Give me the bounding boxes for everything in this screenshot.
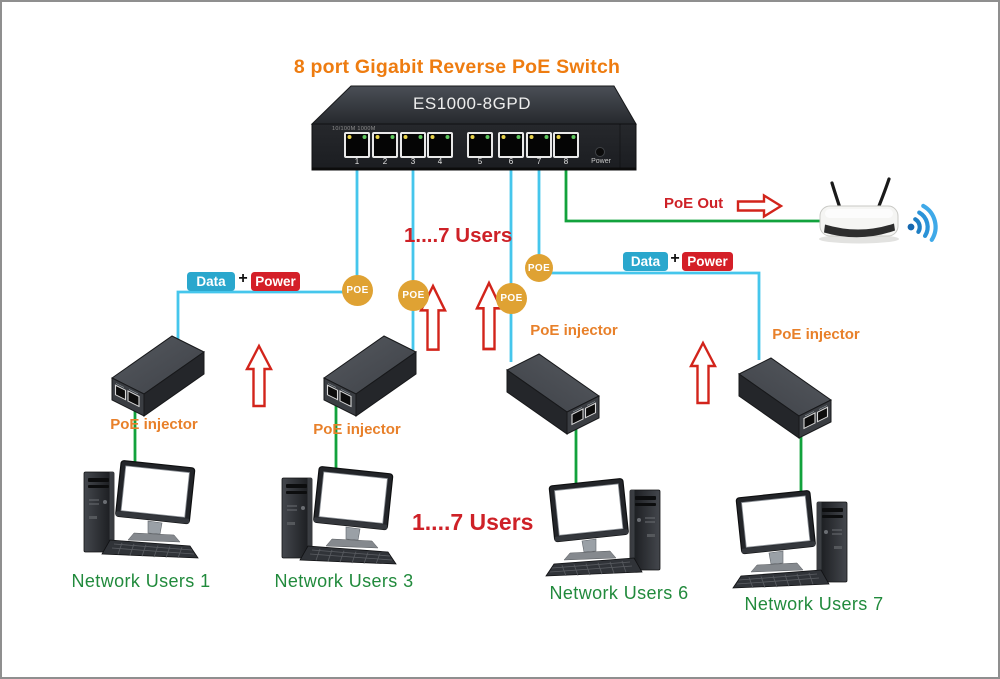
poe-out-label: PoE Out <box>664 195 724 212</box>
switch-model-label: ES1000-8GPD <box>413 94 531 113</box>
poe-out-arrow-icon <box>736 193 784 219</box>
users-count-label-bottom: 1....7 Users <box>412 509 534 535</box>
port-number-6: 6 <box>508 157 514 166</box>
data-chip: Data <box>187 272 235 291</box>
rj45-port <box>427 132 453 158</box>
computer-network-user-1 <box>83 459 199 559</box>
poe-switch-device <box>310 85 637 171</box>
rj45-port <box>498 132 524 158</box>
wifi-icon <box>907 203 938 242</box>
port-number-7: 7 <box>536 157 542 166</box>
network-user-label-3: Network Users 3 <box>274 571 414 591</box>
rj45-port <box>400 132 426 158</box>
port-number-8: 8 <box>563 157 569 166</box>
switch-panel-note: 10/100M 1000M <box>332 126 376 132</box>
wireless-router <box>819 177 938 244</box>
up-arrow-icon <box>689 341 717 405</box>
poe-badge: POE <box>342 275 373 306</box>
port-number-1: 1 <box>354 157 360 166</box>
switch-power-label: Power <box>591 158 611 165</box>
computer-network-user-6 <box>545 477 661 577</box>
poe-injector-device-2 <box>323 335 417 417</box>
rj45-port <box>344 132 370 158</box>
switch-ports <box>344 132 579 158</box>
poe-injector-device-3 <box>506 353 600 435</box>
port-number-4: 4 <box>437 157 443 166</box>
rj45-port <box>467 132 493 158</box>
poe-injector-device-1 <box>111 335 205 417</box>
rj45-port <box>526 132 552 158</box>
power-chip: Power <box>251 272 300 291</box>
poe-injector-label-4: PoE injector <box>772 326 860 343</box>
cables <box>133 168 822 501</box>
poe-injector-label-3: PoE injector <box>530 322 618 339</box>
plus-sign: + <box>238 270 248 287</box>
data-chip: Data <box>623 252 668 271</box>
port-number-3: 3 <box>410 157 416 166</box>
plus-sign: + <box>670 250 680 267</box>
network-user-label-1: Network Users 1 <box>71 571 211 591</box>
cable-port8-to-router <box>564 168 822 223</box>
users-count-label-top: 1....7 Users <box>404 224 513 247</box>
port-number-2: 2 <box>382 157 388 166</box>
poe-injector-device-4 <box>738 357 832 439</box>
switch-power-button <box>595 147 605 157</box>
diagram-title: 8 port Gigabit Reverse PoE Switch <box>293 56 621 78</box>
cable-port7-to-injector4 <box>537 168 761 360</box>
computer-network-user-7 <box>732 489 848 589</box>
poe-injector-label-1: PoE injector <box>110 416 198 433</box>
network-user-label-6: Network Users 6 <box>549 583 689 603</box>
poe-badge: POE <box>496 283 527 314</box>
poe-badge: POE <box>398 280 429 311</box>
poe-badge: POE <box>525 254 553 282</box>
cable-port1-to-injector1 <box>176 168 359 346</box>
rj45-port <box>372 132 398 158</box>
rj45-port <box>553 132 579 158</box>
port-number-5: 5 <box>477 157 483 166</box>
power-chip: Power <box>682 252 733 271</box>
network-user-label-7: Network Users 7 <box>744 594 884 614</box>
computer-network-user-3 <box>281 465 397 565</box>
direction-arrows <box>245 193 784 408</box>
up-arrow-icon <box>245 344 273 408</box>
poe-injector-label-2: PoE injector <box>313 421 401 438</box>
